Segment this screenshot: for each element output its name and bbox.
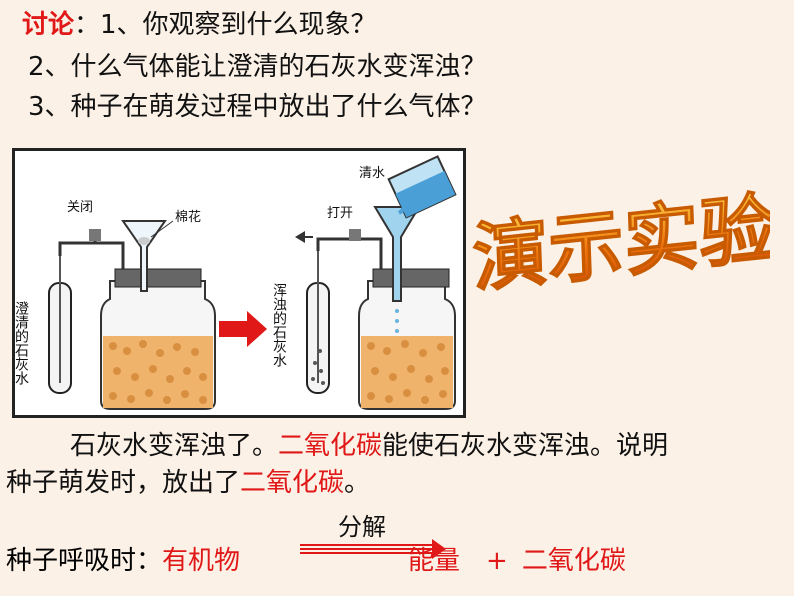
- co2-highlight-1: 二氧化碳: [278, 431, 383, 461]
- co2-highlight-2: 二氧化碳: [240, 468, 345, 498]
- conclusion-text-a: 石灰水变浑浊了。: [70, 431, 279, 461]
- respiration-label: 种子呼吸时：: [6, 546, 163, 576]
- wordart-text: 演示实验2: [471, 177, 770, 303]
- label-clear-water: 清水: [359, 166, 385, 181]
- seeds-left: [103, 336, 213, 408]
- transition-arrow: [219, 311, 267, 347]
- clamp-open: [349, 229, 361, 241]
- plus-sign: +: [486, 546, 508, 576]
- label-turbid-lime: 浑浊的石灰水: [271, 283, 287, 367]
- conclusion-text-2c: 。: [344, 468, 371, 498]
- reactant: 有机物: [162, 546, 241, 576]
- clamp-closed: [89, 229, 101, 241]
- stopper-right: [372, 268, 450, 288]
- question-3: 3、种子在萌发过程中放出了什么气体？: [28, 92, 487, 122]
- question-1: 讨论：1、你观察到什么现象？: [22, 4, 377, 41]
- product-co2: 二氧化碳: [521, 546, 626, 576]
- beaker: [387, 155, 457, 219]
- respiration-equation: 种子呼吸时：有机物 能量 + 二氧化碳: [6, 540, 626, 577]
- conclusion-line-1: 石灰水变浑浊了。二氧化碳能使石灰水变浑浊。说明: [70, 425, 668, 462]
- cotton: [138, 237, 150, 245]
- label-closed: 关闭: [67, 200, 93, 215]
- conclusion-text-c: 能使石灰水变浑浊。说明: [382, 431, 669, 461]
- funnel-left: [121, 220, 167, 292]
- question-1-text: ：1、你观察到什么现象？: [74, 10, 377, 40]
- wordart-title: 演示实验2: [471, 177, 770, 304]
- label-open: 打开: [327, 206, 353, 221]
- label-clear-lime: 澄清的石灰水: [15, 301, 29, 385]
- experiment-figure: 关闭 棉花 澄清的石灰水: [12, 148, 466, 418]
- experiment-diagram: 关闭 棉花 澄清的石灰水: [13, 155, 457, 410]
- reaction-arrow: [300, 539, 446, 559]
- stopper-left: [114, 268, 202, 288]
- product-energy: 能量: [408, 546, 461, 576]
- conclusion-line-2: 种子萌发时，放出了二氧化碳。: [6, 462, 370, 499]
- reaction-condition: 分解: [338, 513, 386, 541]
- label-cotton: 棉花: [175, 209, 201, 225]
- discussion-label: 讨论: [22, 10, 75, 40]
- conclusion-text-2a: 种子萌发时，放出了: [6, 468, 241, 498]
- question-2: 2、什么气体能让澄清的石灰水变浑浊？: [28, 52, 487, 82]
